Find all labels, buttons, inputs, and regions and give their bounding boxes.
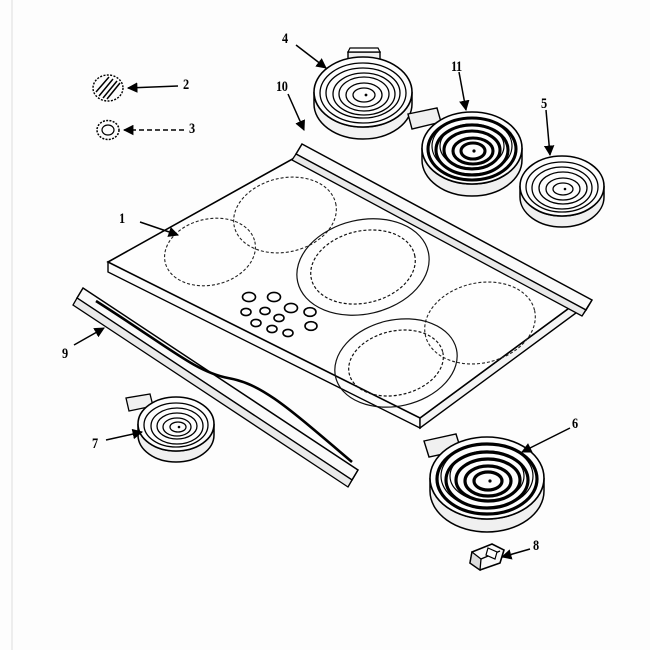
coil-element-small-left: [125, 393, 215, 463]
vent-hole-cluster: [240, 291, 318, 338]
coil-element-medium-right: [407, 107, 523, 197]
side-trim-strip: [72, 286, 360, 488]
burner-outlines: [164, 176, 536, 365]
burner-outline-upper-small: [164, 217, 256, 287]
coil-element-large-top: [313, 47, 413, 140]
leader-9: [73, 327, 105, 346]
retaining-ring: [96, 119, 120, 141]
leader-lines: [73, 44, 571, 560]
knurled-cap: [92, 74, 124, 102]
callout-label-11: 11: [451, 59, 462, 75]
callout-label-9: 9: [62, 346, 68, 362]
leader-10: [287, 93, 305, 131]
burner-outline-top-small: [233, 176, 337, 254]
callout-label-3: 3: [189, 121, 195, 137]
burner-outlines-double: [296, 218, 458, 408]
leader-2: [126, 82, 179, 93]
front-trim-strip: [291, 143, 594, 317]
leader-1: [139, 221, 179, 237]
leader-11: [458, 71, 470, 112]
callout-label-6: 6: [572, 416, 578, 432]
terminal-receptacle: [469, 543, 505, 572]
callout-label-7: 7: [92, 436, 98, 452]
callout-label-5: 5: [541, 96, 547, 112]
burner-outline-center-large-inner: [310, 229, 416, 305]
leader-7: [105, 428, 144, 441]
callout-label-2: 2: [183, 77, 189, 93]
callout-label-1: 1: [119, 211, 125, 227]
burner-outline-right-large: [424, 281, 536, 365]
callout-label-8: 8: [533, 538, 539, 554]
leader-8: [500, 548, 531, 560]
cooktop-main-panel: [106, 151, 582, 430]
leader-6: [521, 427, 571, 453]
callout-label-4: 4: [282, 31, 288, 47]
burner-outline-front-large-inner: [348, 329, 444, 397]
leader-4: [295, 44, 327, 69]
coil-element-large-bottom: [423, 433, 545, 533]
burner-outline-front-large-outer: [334, 318, 458, 408]
burner-outline-center-large-outer: [296, 218, 430, 316]
leader-5: [543, 109, 555, 157]
callout-label-10: 10: [276, 79, 288, 95]
coil-element-small-right: [519, 155, 605, 228]
